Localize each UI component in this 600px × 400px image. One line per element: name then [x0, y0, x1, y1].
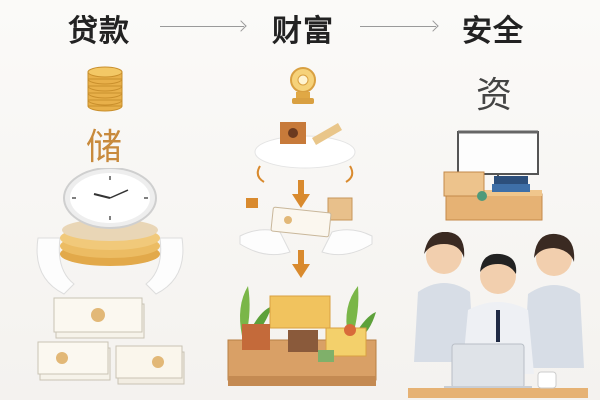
cloud-with-boxes-illustration — [250, 118, 360, 188]
savings-character: 储 — [86, 127, 123, 168]
step-title-wealth: 财富 — [272, 14, 334, 49]
step-title-loan: 贷款 — [68, 14, 130, 49]
lightbulb-idea-icon — [286, 66, 320, 108]
right-arrow-icon — [160, 26, 244, 27]
office-desk-illustration — [440, 128, 548, 228]
team-with-laptop-illustration — [408, 232, 588, 398]
clock-on-coins-illustration — [30, 168, 190, 398]
coin-stack-icon — [86, 66, 124, 112]
wood-tray-with-blocks-illustration — [222, 276, 382, 394]
capital-character: 资 — [476, 75, 513, 116]
hands-with-card-illustration — [236, 196, 376, 266]
down-arrow-icon — [292, 250, 310, 278]
down-arrow-icon — [292, 180, 310, 208]
step-title-security: 安全 — [462, 14, 524, 49]
right-arrow-icon — [360, 26, 436, 27]
